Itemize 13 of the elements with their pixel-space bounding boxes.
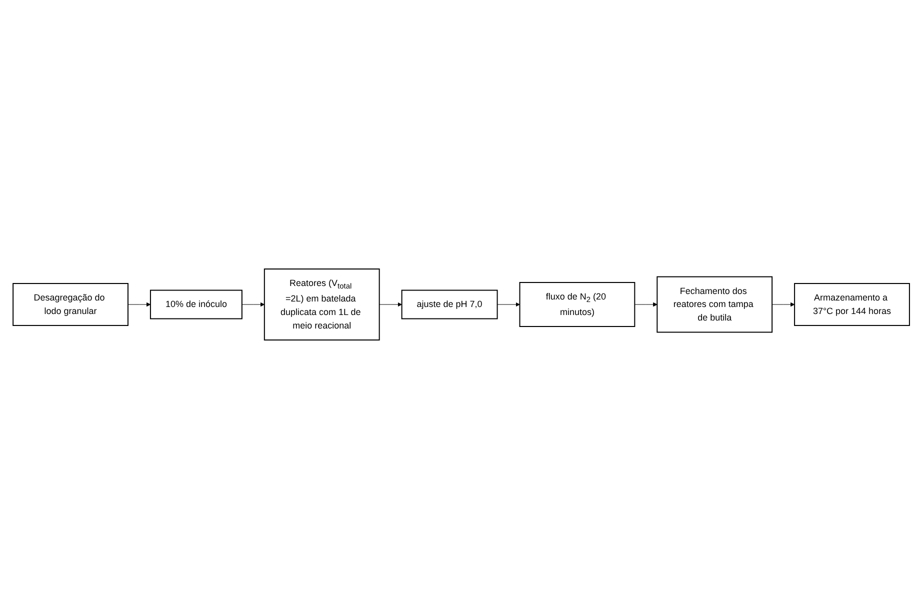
arrow: [772, 302, 795, 306]
node-box: ajuste de pH 7,0: [402, 289, 498, 319]
arrow: [379, 302, 402, 306]
arrow: [497, 302, 520, 306]
node-box: Desagregação do lodo granular: [12, 282, 129, 326]
node-box: Armazenamento a 37°C por 144 horas: [794, 282, 910, 326]
arrow: [128, 302, 151, 306]
node-box: fluxo de N$_{2}$ (20 minutos): [520, 281, 636, 326]
arrow: [242, 302, 265, 306]
node-box: 10% de inóculo: [150, 289, 243, 319]
arrow: [634, 302, 658, 306]
node-box: Fechamento dos reatores com tampa de butila: [656, 276, 773, 332]
node-box: Reatores (V$_{total}$ =2L) em batelada duplicata com 1L de meio reacional: [264, 268, 380, 340]
